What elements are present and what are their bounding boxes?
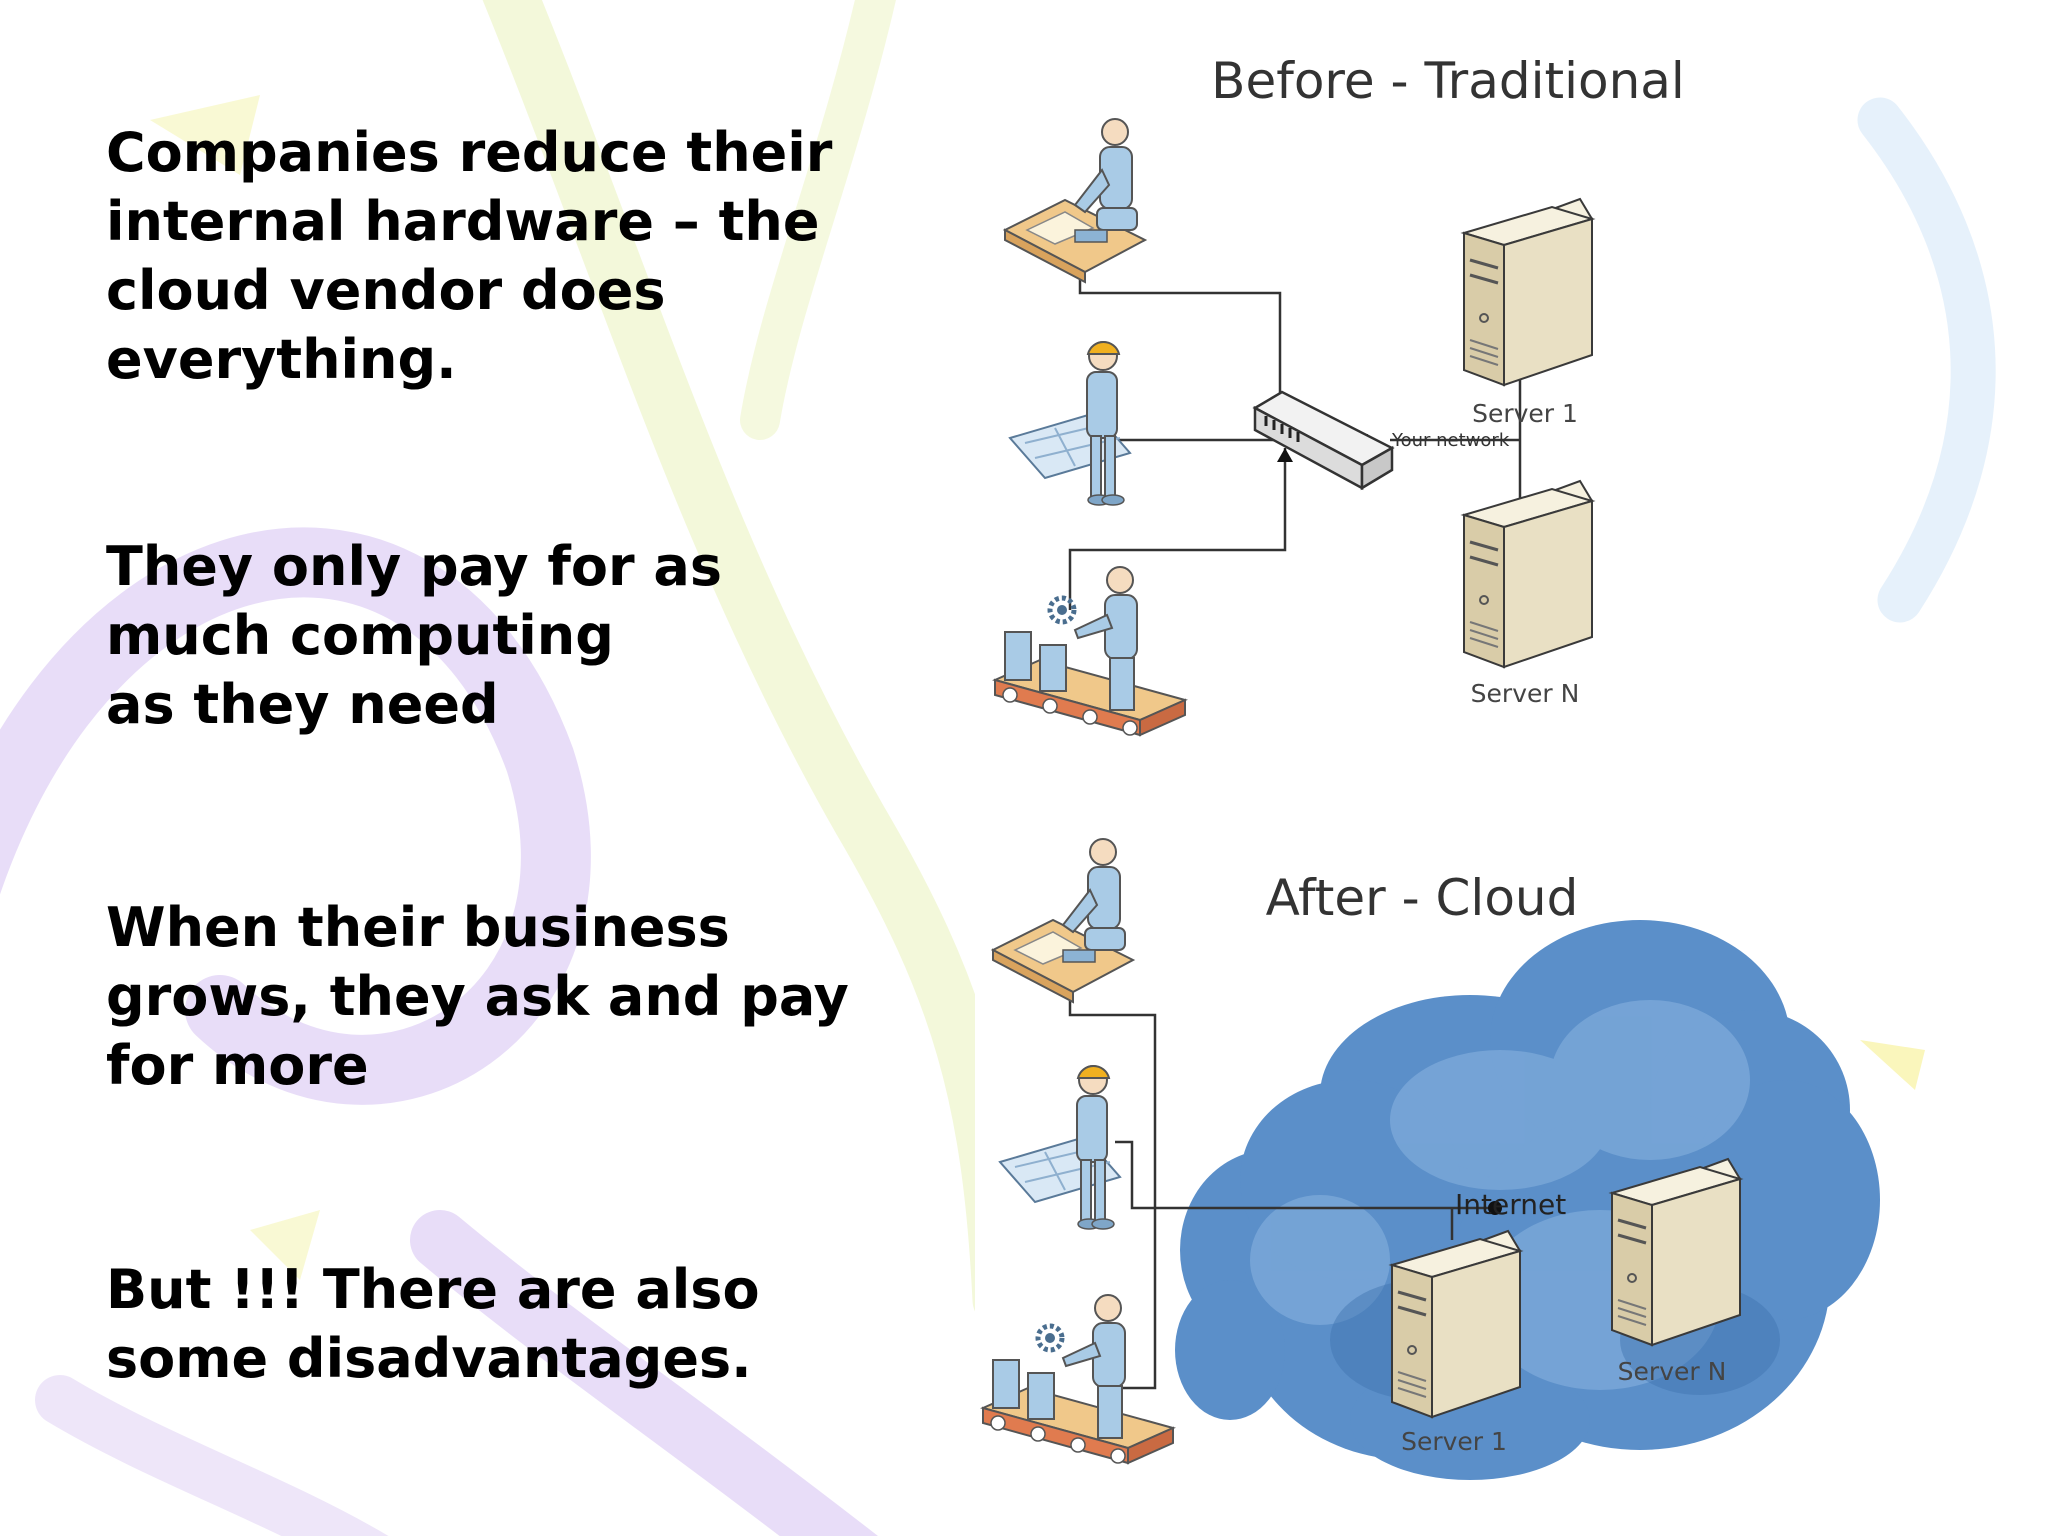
engineer-icon <box>999 1064 1121 1230</box>
engineer-icon <box>1009 340 1131 506</box>
network-switch-icon <box>1252 390 1395 491</box>
server-icon <box>1390 1229 1522 1419</box>
bullet-pay-as-needed: They only pay for as much computing as t… <box>106 535 722 736</box>
factory-worker-icon <box>995 567 1185 735</box>
bullet-business-grows: When their business grows, they ask and … <box>106 896 849 1097</box>
before-title: Before - Traditional <box>1211 52 1685 110</box>
server-icon <box>1462 197 1594 387</box>
before-server-1-label: Server 1 <box>1472 399 1578 428</box>
after-server-n-label: Server N <box>1618 1357 1727 1386</box>
after-title: After - Cloud <box>1266 869 1579 927</box>
factory-worker-icon <box>983 1295 1173 1463</box>
bullet-reduce-hardware: Companies reduce their internal hardware… <box>106 121 833 391</box>
desk-worker-icon <box>1004 118 1146 283</box>
bullet-disadvantages: But !!! There are also some disadvantage… <box>106 1258 760 1390</box>
server-icon <box>1610 1157 1742 1347</box>
after-server-1-label: Server 1 <box>1401 1427 1507 1456</box>
desk-worker-icon <box>992 838 1134 1003</box>
internet-label: Internet <box>1455 1188 1566 1221</box>
network-label: Your network <box>1391 430 1510 451</box>
server-icon <box>1462 479 1594 669</box>
before-server-n-label: Server N <box>1471 679 1580 708</box>
